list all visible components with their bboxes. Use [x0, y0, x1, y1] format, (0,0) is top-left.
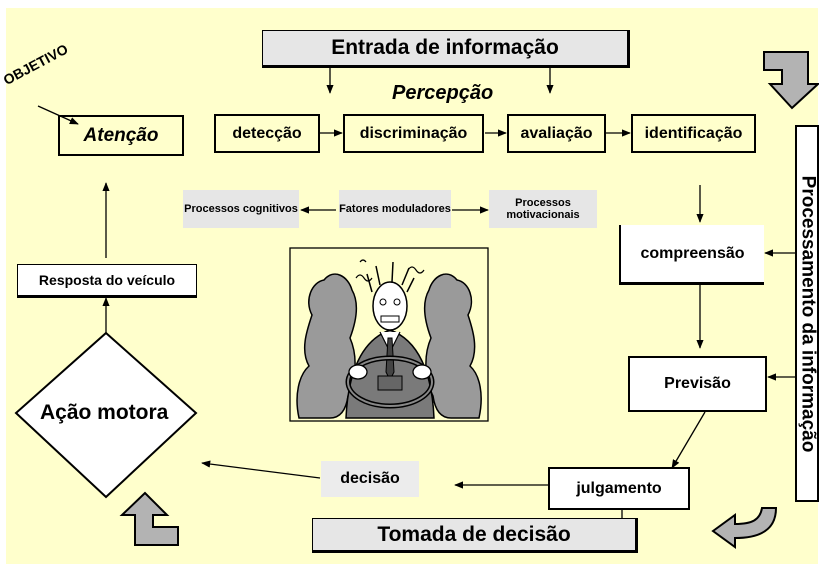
stressed-driver-illustration: [289, 247, 489, 422]
attention-box: Atenção: [58, 115, 184, 156]
block-arrow-bottom-left-icon: [119, 491, 179, 546]
arrow-decision-motor: [201, 460, 321, 479]
arrow-prevision-judgement: [671, 411, 706, 469]
information-processing-label: Processamento da informação: [797, 175, 818, 452]
comprehension-box: compreensão: [619, 225, 764, 285]
decision-making-bar: Tomada de decisão: [312, 518, 638, 553]
block-arrow-bottom-right-icon: [711, 507, 778, 549]
prevision-box: Previsão: [628, 356, 767, 412]
information-input-bar: Entrada de informação: [262, 30, 630, 68]
identification-box: identificação: [631, 114, 756, 153]
detection-box: detecção: [214, 114, 320, 153]
judgement-box: julgamento: [548, 467, 690, 510]
motivational-processes-label: Processos motivacionais: [489, 190, 597, 228]
motor-action-label: Ação motora: [40, 401, 169, 424]
decision-box: decisão: [321, 461, 419, 497]
block-arrow-top-right-icon: [763, 51, 819, 110]
information-processing-bar: Processamento da informação: [795, 125, 819, 502]
motor-action-diamond: [14, 331, 198, 499]
discrimination-box: discriminação: [343, 114, 484, 153]
cognitive-processes-label: Processos cognitivos: [183, 190, 299, 228]
evaluation-box: avaliação: [507, 114, 606, 153]
attention-label: Atenção: [83, 124, 159, 146]
modulating-factors-label: Fatores moduladores: [339, 190, 451, 228]
vehicle-response-box: Resposta do veículo: [17, 264, 197, 298]
perception-label: Percepção: [392, 82, 494, 104]
